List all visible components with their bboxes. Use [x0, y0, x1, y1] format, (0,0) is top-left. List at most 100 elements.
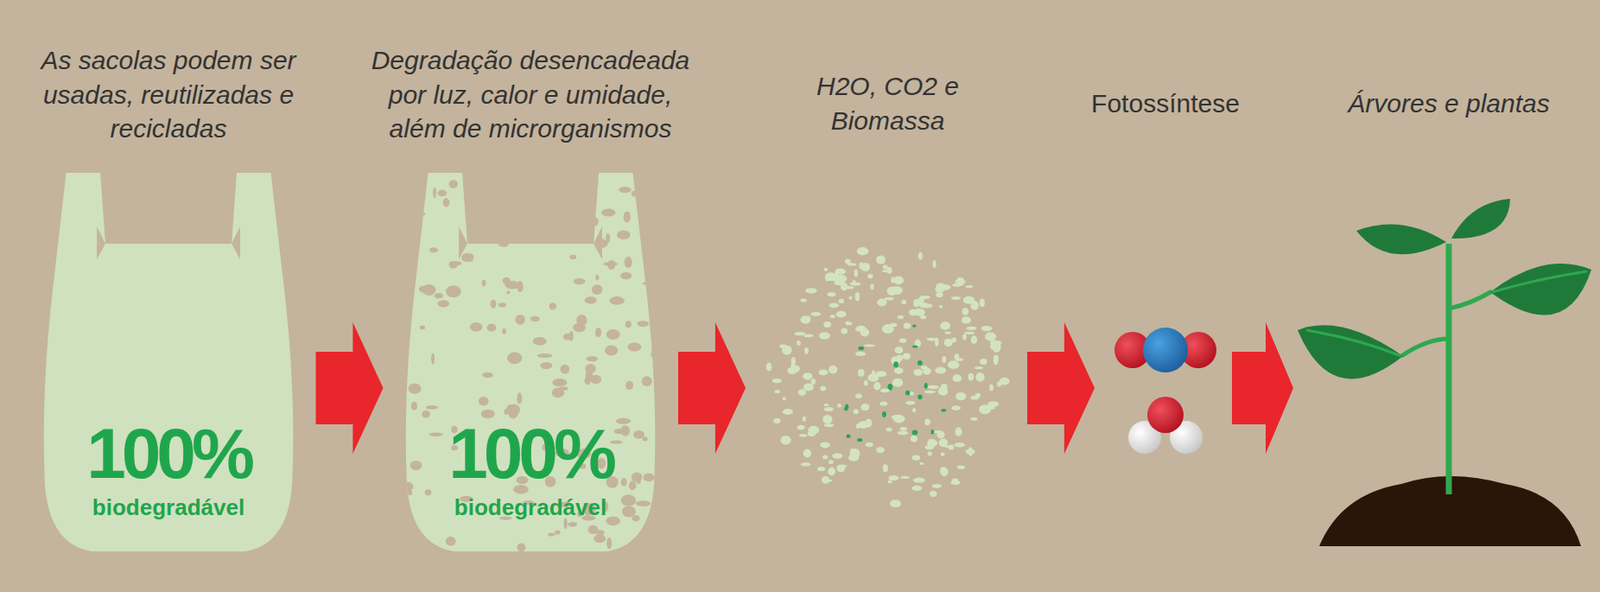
spot [644, 191, 649, 198]
stage-caption: Árvores e plantas [1310, 86, 1588, 121]
spot [511, 232, 523, 241]
particle [981, 325, 993, 331]
particle [827, 466, 836, 476]
spot [546, 232, 553, 237]
spot [432, 187, 437, 198]
spot [411, 401, 418, 411]
particle [919, 462, 924, 465]
particle [857, 438, 863, 442]
particle [838, 298, 845, 304]
particle [905, 400, 915, 406]
spot [507, 351, 522, 364]
particle [924, 382, 928, 389]
particle [909, 391, 915, 396]
spot [635, 500, 651, 507]
spot [621, 494, 637, 507]
particle [953, 442, 966, 447]
spot [590, 374, 602, 384]
particle [886, 266, 892, 274]
particle [822, 454, 828, 459]
particle [824, 423, 835, 427]
particle [797, 425, 806, 431]
particle [929, 490, 937, 497]
bag-node: As sacolas podem ser usadas, reutilizada… [40, 172, 297, 552]
spot [445, 285, 462, 298]
spot [408, 383, 422, 394]
spot [501, 328, 507, 334]
particle [905, 390, 910, 396]
particle [819, 386, 826, 392]
particle [990, 342, 1002, 351]
spot [652, 253, 664, 259]
spot [469, 322, 483, 332]
biomass-particles [766, 247, 1010, 508]
spot [591, 284, 604, 295]
particle [792, 364, 800, 372]
particle [781, 345, 793, 356]
spot [556, 174, 570, 184]
spot [622, 505, 636, 517]
particle [894, 367, 904, 374]
particle [855, 292, 861, 301]
particle [802, 372, 813, 380]
particle [828, 365, 838, 375]
particle [893, 361, 899, 368]
spot [539, 361, 553, 369]
particle [857, 420, 870, 428]
particle [897, 431, 908, 436]
molecules [1114, 327, 1217, 454]
particle [984, 331, 997, 341]
particle [918, 252, 923, 261]
particle [888, 386, 892, 391]
spot [567, 521, 578, 527]
particle [855, 393, 863, 399]
spot [576, 314, 587, 327]
spot [506, 403, 521, 415]
spot [584, 296, 597, 304]
spot [605, 515, 621, 526]
particle [804, 347, 809, 355]
particle [887, 286, 898, 296]
spot [526, 216, 532, 222]
particle [888, 475, 899, 481]
particle [970, 417, 978, 421]
particle [875, 370, 887, 377]
spot [584, 376, 591, 385]
particle [939, 304, 944, 308]
spot [429, 247, 439, 253]
particle [869, 283, 874, 290]
particle [962, 334, 967, 341]
particle [800, 316, 811, 324]
particle [782, 396, 787, 400]
particle [773, 418, 781, 424]
particle [993, 355, 999, 366]
particle [895, 346, 904, 354]
particle [855, 351, 866, 356]
particle [819, 331, 831, 339]
particle [933, 260, 937, 268]
spot [482, 372, 493, 378]
spot [594, 238, 608, 248]
particle [931, 429, 935, 435]
particle [902, 353, 911, 360]
particle [892, 378, 903, 388]
flow-arrow [316, 322, 384, 454]
spot [618, 186, 632, 193]
particle [780, 435, 791, 445]
spot [571, 184, 584, 197]
particle [825, 272, 837, 281]
spot [606, 537, 612, 549]
spot [530, 316, 540, 322]
particle [772, 378, 782, 383]
spot [601, 209, 616, 217]
spot [419, 325, 426, 331]
spot [621, 477, 628, 487]
spot [606, 329, 621, 340]
flow-arrow [1027, 322, 1095, 454]
spot [419, 285, 430, 293]
spot [593, 533, 606, 543]
particle [940, 383, 948, 391]
spot [573, 278, 586, 285]
particle [920, 315, 927, 320]
particle [944, 331, 952, 335]
